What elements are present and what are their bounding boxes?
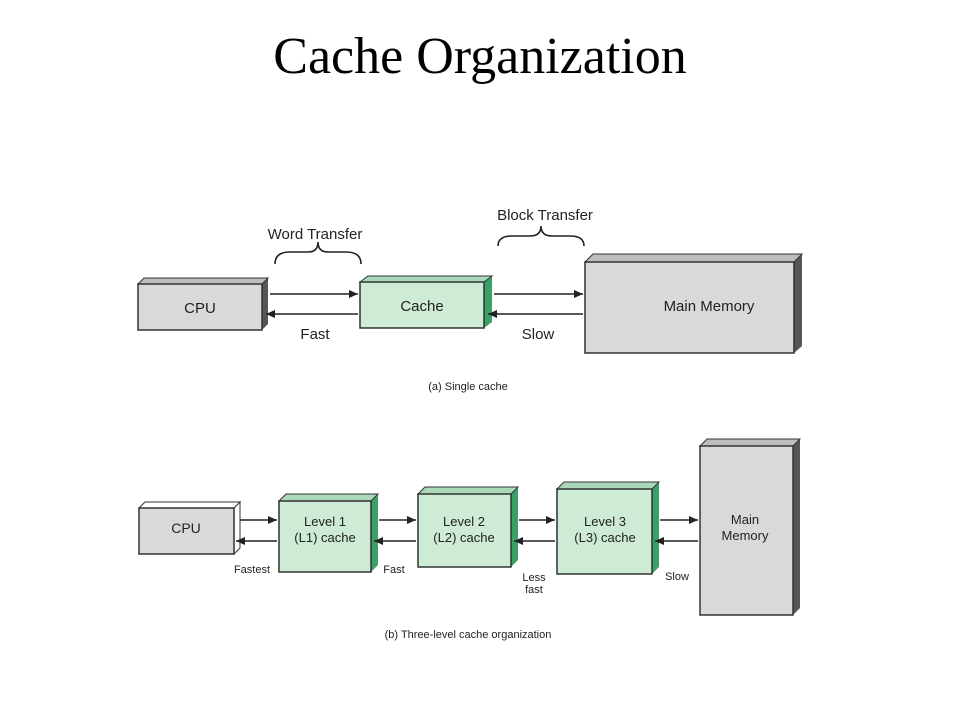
fast-label: Fast xyxy=(300,326,330,343)
single-cache-label: Cache xyxy=(400,298,443,315)
l2-cache-box: Level 2 (L2) cache xyxy=(416,486,520,568)
l1-cache-box: Level 1 (L1) cache xyxy=(277,493,380,573)
single-cache-box: Cache xyxy=(358,275,494,329)
less-fast-label-line2: fast xyxy=(525,584,543,596)
less-fast-label-line1: Less xyxy=(522,572,546,584)
slow-label: Slow xyxy=(522,326,555,343)
single-memory-box: Main Memory xyxy=(583,253,804,354)
three-level-caption: (b) Three-level cache organization xyxy=(385,629,552,641)
l3-label-line1: Level 3 xyxy=(584,514,626,529)
l1-label-line2: (L1) cache xyxy=(294,530,355,545)
fastest-label: Fastest xyxy=(234,564,270,576)
memory-label-line1: Main xyxy=(731,512,759,527)
multi-cpu-box: CPU xyxy=(137,500,242,556)
word-transfer-label: Word Transfer xyxy=(268,226,363,243)
l3-cache-box: Level 3 (L3) cache xyxy=(555,481,661,575)
multi-fast-label: Fast xyxy=(383,564,404,576)
single-cpu-box: CPU xyxy=(136,277,270,331)
single-cache-caption: (a) Single cache xyxy=(428,381,508,393)
l1-label-line1: Level 1 xyxy=(304,514,346,529)
memory-label-line2: Memory xyxy=(722,528,769,543)
block-transfer-brace xyxy=(497,225,585,247)
slide-title: Cache Organization xyxy=(273,28,687,85)
single-cpu-label: CPU xyxy=(184,300,216,317)
l3-label-line2: (L3) cache xyxy=(574,530,635,545)
multi-memory-box: Main Memory xyxy=(698,438,802,616)
l2-label-line1: Level 2 xyxy=(443,514,485,529)
l2-label-line2: (L2) cache xyxy=(433,530,494,545)
single-memory-label: Main Memory xyxy=(664,298,755,315)
word-transfer-brace xyxy=(274,241,362,265)
multi-cpu-label: CPU xyxy=(171,520,201,536)
multi-slow-label: Slow xyxy=(665,571,689,583)
block-transfer-label: Block Transfer xyxy=(497,207,593,224)
